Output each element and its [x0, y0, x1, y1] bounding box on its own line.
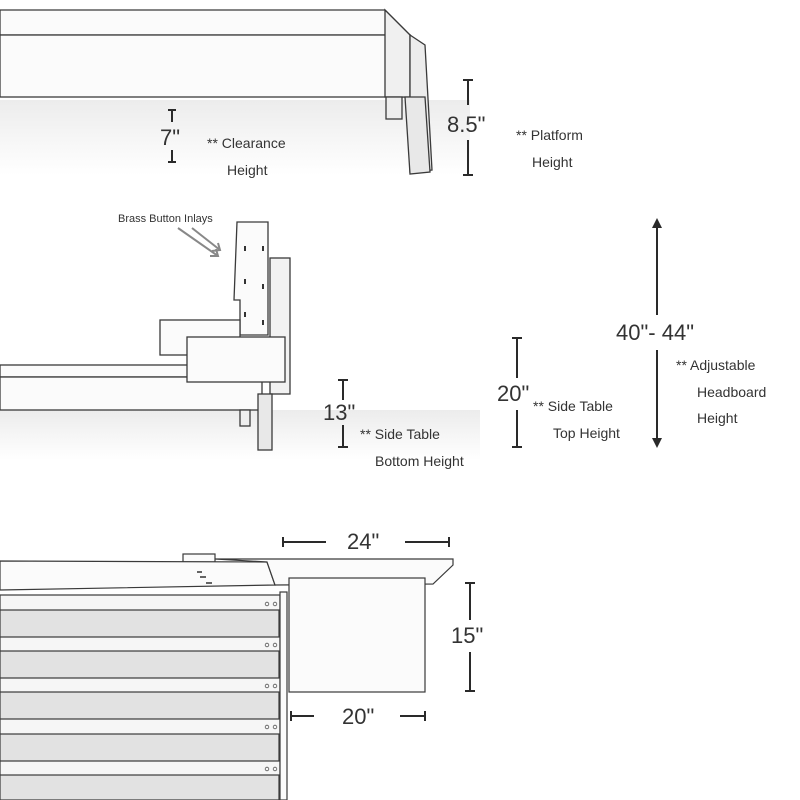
clearance-label-line1: ** Clearance: [207, 135, 286, 151]
side-table-top-dimension-line: [512, 337, 522, 448]
side-table-bottom-dimension-line: [338, 379, 348, 448]
brass-button-arrows: [177, 227, 222, 257]
bed-headboard-side-view: [0, 221, 480, 460]
headboard-label-line2: Headboard: [697, 384, 767, 400]
headboard-dimension-arrow: [652, 218, 662, 448]
side-table-bottom-label-line1: ** Side Table: [360, 426, 440, 442]
headboard-label-line3: Height: [697, 410, 738, 426]
platform-dimension-line: [463, 79, 473, 176]
bed-frame-side-view: [0, 8, 470, 175]
table-top-width-value: 24": [347, 529, 380, 554]
clearance-label-line2: Height: [227, 162, 268, 178]
clearance-dimension-line: [168, 109, 176, 163]
side-table-bottom-value: 13": [323, 400, 356, 425]
side-table-bottom-label-line2: Bottom Height: [375, 453, 464, 469]
table-width-value: 20": [342, 704, 375, 729]
headboard-label-line1: ** Adjustable: [676, 357, 756, 373]
platform-label-line2: Height: [532, 154, 573, 170]
table-width-dimension-line: [290, 711, 426, 721]
side-table-top-label-line1: ** Side Table: [533, 398, 613, 414]
clearance-value: 7": [160, 125, 181, 150]
platform-label-line1: ** Platform: [516, 127, 583, 143]
table-top-width-dimension-line: [282, 537, 450, 547]
brass-button-callout: Brass Button Inlays: [118, 213, 213, 225]
side-table-top-label-line2: Top Height: [553, 425, 620, 441]
side-table-top-value: 20": [497, 381, 530, 406]
bed-plan-view: [0, 553, 454, 800]
headboard-value: 40"- 44": [616, 320, 694, 345]
platform-value: 8.5": [447, 112, 486, 137]
table-height-dimension-line: [465, 582, 475, 692]
table-height-value: 15": [451, 623, 484, 648]
